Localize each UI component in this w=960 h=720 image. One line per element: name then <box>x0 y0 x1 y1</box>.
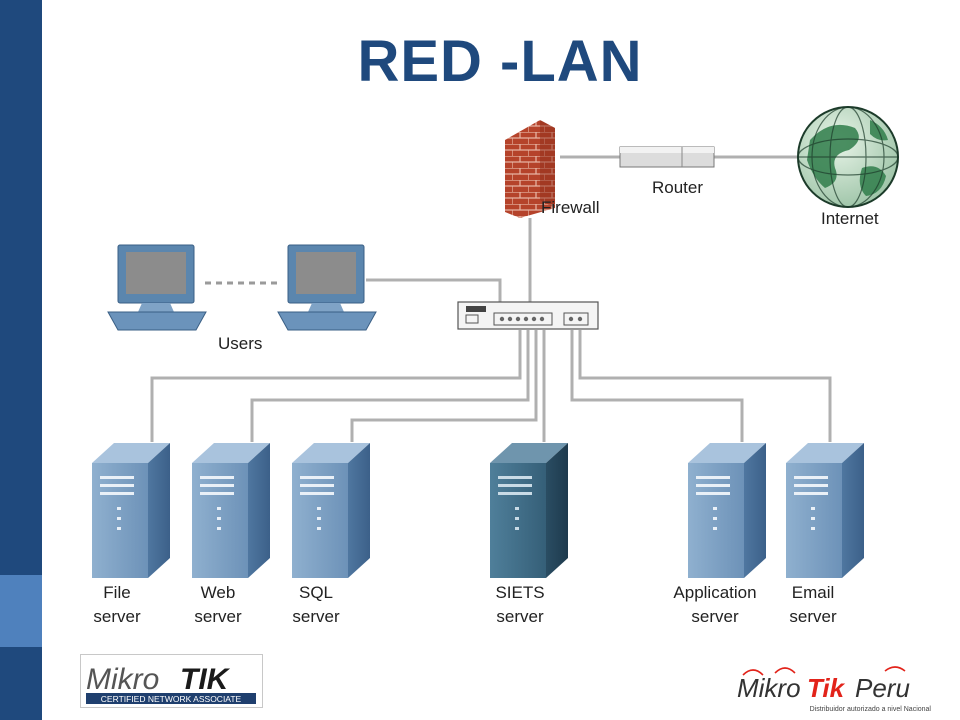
mikrotik-certified-logo: Mikro TIK CERTIFIED NETWORK ASSOCIATE <box>80 654 263 708</box>
mikrotik-peru-logo: Mikro Tik Peru Distribuidor autorizado a… <box>737 666 932 713</box>
web-server-label-line1: Web <box>201 583 236 602</box>
file-server-label-line2: server <box>93 607 141 626</box>
user-computer-right-icon <box>277 244 377 331</box>
globe-icon <box>797 106 899 208</box>
line-switch-web <box>250 330 530 442</box>
application-server-icon <box>688 443 766 578</box>
siets-server-label-line2: server <box>496 607 544 626</box>
logo-right-brand-accent: Tik <box>807 673 846 703</box>
internet-label: Internet <box>821 209 879 228</box>
application-server-label-line2: server <box>691 607 739 626</box>
user-computer-left-icon <box>107 244 207 331</box>
web-server-label-line2: server <box>194 607 242 626</box>
file-server-label-line1: File <box>103 583 130 602</box>
logo-right-tagline: Distribuidor autorizado a nivel Nacional <box>810 706 932 713</box>
connection-lines <box>150 155 832 442</box>
switch-icon <box>457 301 599 330</box>
application-server-label-line1: Application <box>673 583 756 602</box>
sql-server-icon <box>292 443 370 578</box>
line-switch-sql <box>350 330 538 442</box>
file-server-icon <box>92 443 170 578</box>
logo-left-brand-main: Mikro <box>86 663 159 696</box>
siets-server-icon <box>490 443 568 578</box>
slide-title: RED -LAN <box>357 29 643 94</box>
sql-server-label-line1: SQL <box>299 583 333 602</box>
logo-left-subtitle: CERTIFIED NETWORK ASSOCIATE <box>101 694 242 704</box>
line-switch-file <box>150 330 522 442</box>
line-user-switch <box>366 278 502 302</box>
logo-right-brand-main: Mikro <box>737 673 801 703</box>
line-switch-email <box>578 330 832 442</box>
firewall-icon <box>505 120 555 218</box>
logo-right-brand-suffix: Peru <box>855 673 910 703</box>
sql-server-label-line2: server <box>292 607 340 626</box>
router-label: Router <box>652 178 703 197</box>
logo-left-brand-accent: TIK <box>180 663 231 696</box>
left-sidebar-accent <box>0 575 42 647</box>
web-server-icon <box>192 443 270 578</box>
users-label: Users <box>218 334 262 353</box>
email-server-label-line1: Email <box>792 583 835 602</box>
email-server-label-line2: server <box>789 607 837 626</box>
email-server-icon <box>786 443 864 578</box>
router-icon <box>619 146 715 168</box>
firewall-label: Firewall <box>541 198 600 217</box>
logo-right-wave-icon <box>742 666 906 676</box>
siets-server-label-line1: SIETS <box>495 583 544 602</box>
line-switch-application <box>570 330 744 442</box>
